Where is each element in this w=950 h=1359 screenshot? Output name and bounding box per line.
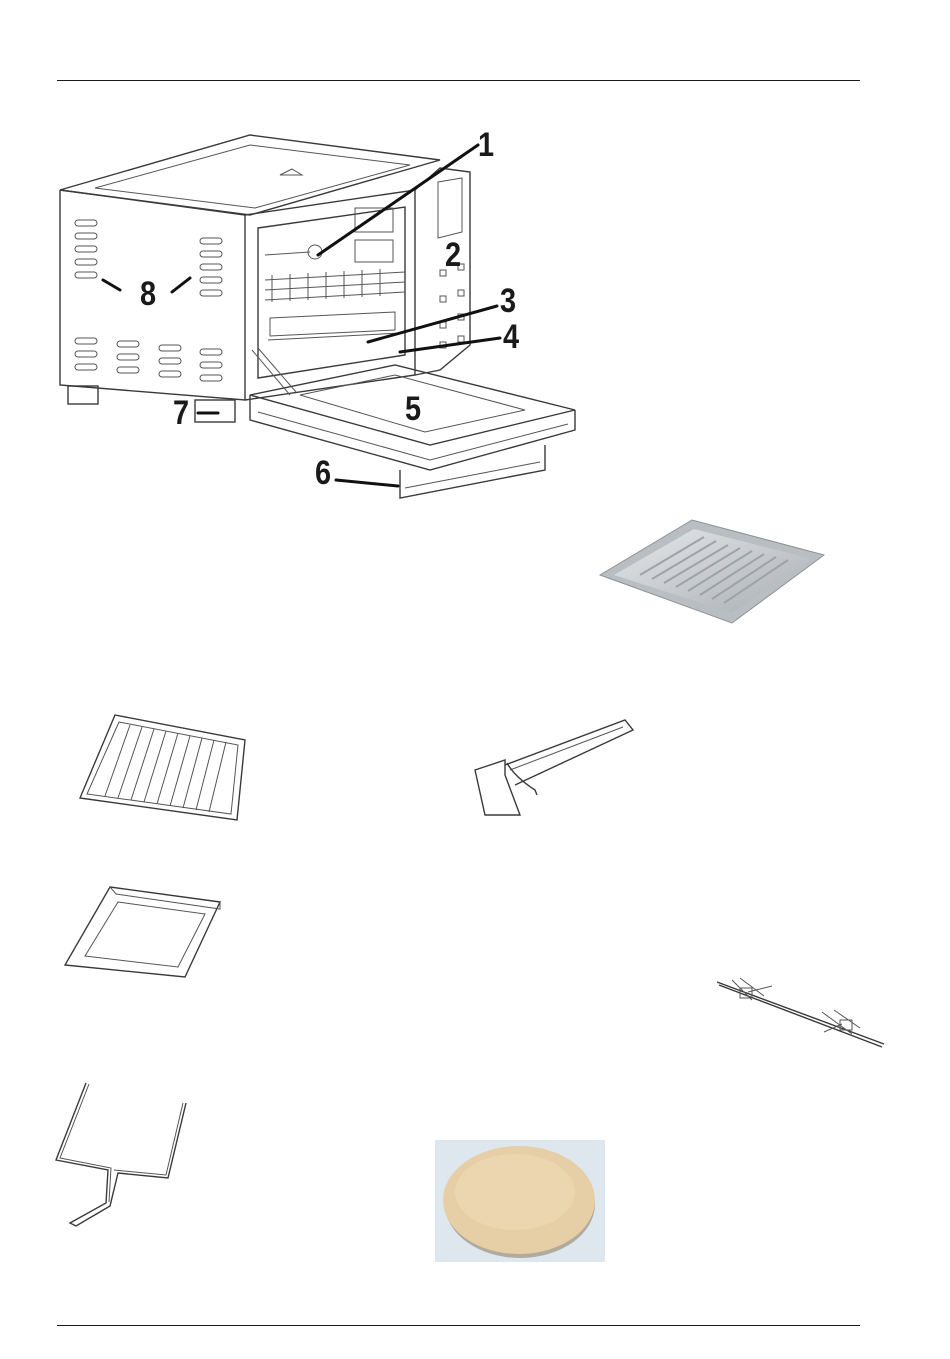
callout-8: 8 [140, 277, 155, 311]
callout-1: 1 [478, 128, 493, 162]
callout-3: 3 [500, 284, 515, 318]
rotisserie-handle-icon [48, 1078, 198, 1228]
crumb-tray-icon [60, 882, 230, 982]
oven-illustration [0, 0, 950, 520]
callout-5: 5 [405, 392, 420, 426]
baking-tray-photo [592, 515, 832, 635]
footer-rule [57, 1325, 860, 1326]
tray-handle-icon [465, 715, 645, 825]
callout-2: 2 [445, 238, 460, 272]
callout-4: 4 [503, 320, 518, 354]
rotisserie-spit-icon [712, 972, 892, 1052]
pizza-stone-photo [435, 1140, 605, 1262]
callout-6: 6 [315, 456, 330, 490]
callout-7: 7 [173, 396, 188, 430]
wire-rack-icon [75, 710, 255, 830]
